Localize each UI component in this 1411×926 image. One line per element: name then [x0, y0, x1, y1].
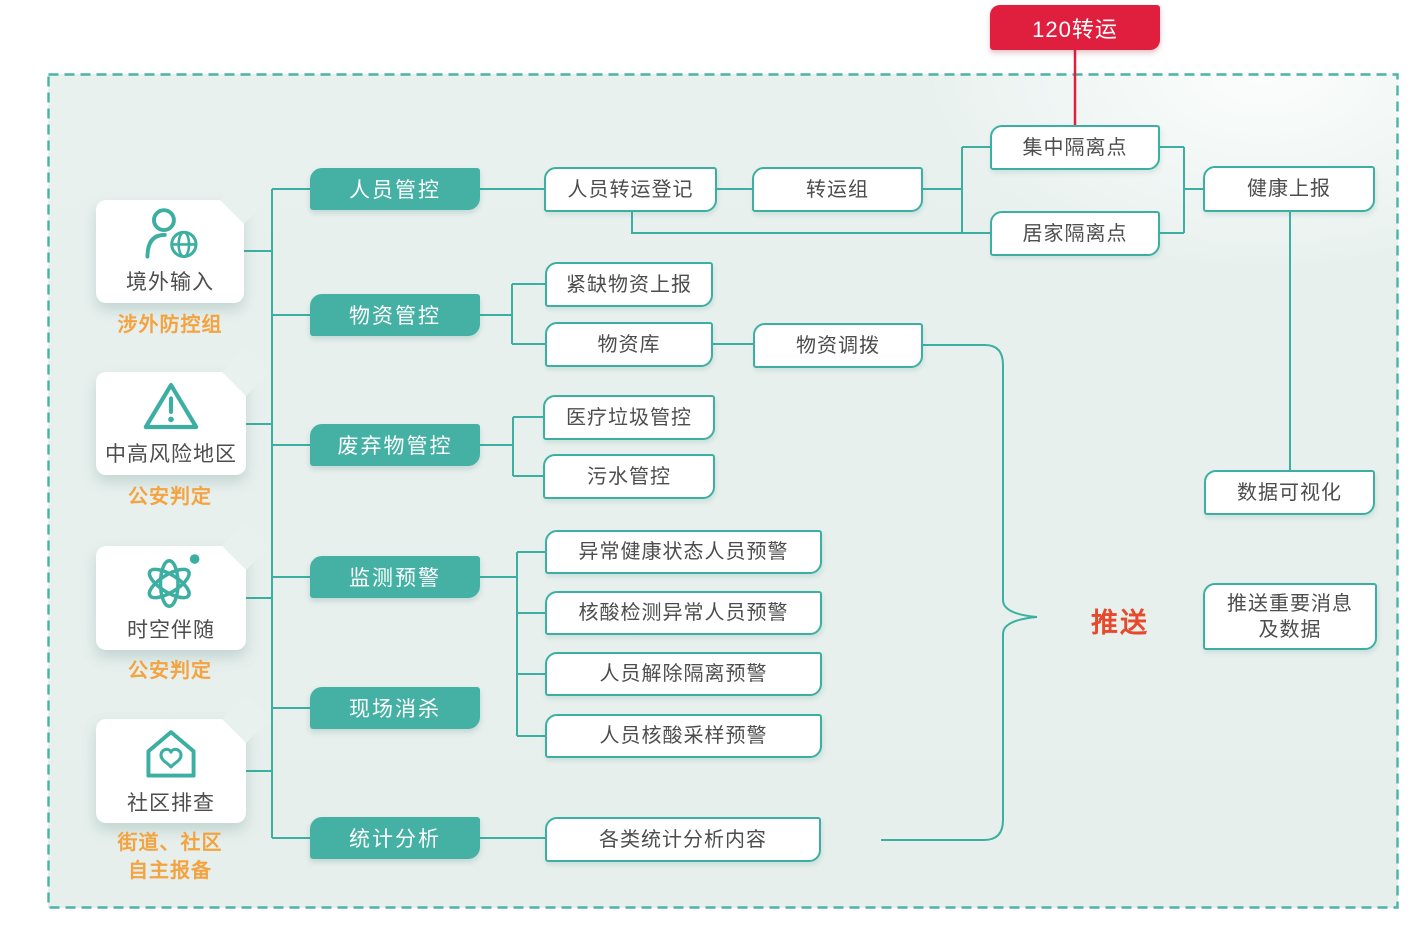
source-annotation: 公安判定	[128, 486, 212, 508]
node-quarantine-release-warning: 人员解除隔离预警	[545, 652, 822, 696]
source-label: 境外输入	[126, 270, 214, 294]
dashed-border	[47, 73, 1399, 909]
node-nucleic-sampling-warning: 人员核酸采样预警	[545, 714, 822, 758]
source-card-high-risk-area: 中高风险地区	[96, 347, 271, 475]
banner-120-transfer: 120转运	[990, 5, 1160, 50]
node-home-quarantine: 居家隔离点	[990, 211, 1160, 256]
node-abnormal-health-warning: 异常健康状态人员预警	[545, 530, 822, 574]
node-nucleic-abnormal-warning: 核酸检测异常人员预警	[545, 591, 822, 635]
node-statistics-content: 各类统计分析内容	[545, 817, 821, 862]
node-transfer-group: 转运组	[752, 167, 923, 212]
source-label: 时空伴随	[127, 619, 215, 642]
category-waste-control: 废弃物管控	[310, 424, 480, 466]
node-sewage-control: 污水管控	[543, 454, 715, 499]
atom-icon	[147, 554, 200, 608]
node-data-visualization: 数据可视化	[1204, 470, 1375, 515]
category-supplies-control: 物资管控	[310, 294, 480, 336]
node-scarce-supplies-report: 紧缺物资上报	[545, 262, 713, 307]
source-label: 社区排查	[127, 792, 215, 815]
category-personnel-control: 人员管控	[310, 168, 480, 210]
node-medical-waste-control: 医疗垃圾管控	[543, 395, 715, 440]
house-heart-icon	[146, 730, 196, 778]
source-annotation: 街道、社区 自主报备	[117, 832, 223, 882]
teal-connectors	[244, 146, 1291, 839]
node-supplies-warehouse: 物资库	[545, 322, 713, 367]
category-onsite-disinfection: 现场消杀	[310, 687, 480, 729]
node-central-quarantine: 集中隔离点	[990, 125, 1160, 170]
node-transfer-registration: 人员转运登记	[544, 167, 717, 212]
node-supplies-dispatch: 物资调拨	[753, 323, 923, 368]
person-globe-icon	[145, 207, 198, 258]
node-health-report: 健康上报	[1203, 166, 1375, 212]
node-push-messages: 推送重要消息 及数据	[1203, 583, 1377, 650]
category-monitoring-warning: 监测预警	[310, 556, 480, 598]
source-label: 中高风险地区	[105, 442, 237, 466]
source-annotation: 公安判定	[128, 660, 212, 682]
source-card-community-screening: 社区排查	[96, 694, 271, 823]
source-annotation: 涉外防控组	[117, 314, 223, 336]
source-card-spatiotemporal-contact: 时空伴随	[96, 521, 271, 650]
push-brace	[881, 344, 1038, 841]
push-label: 推送	[1091, 608, 1149, 638]
category-statistics-analysis: 统计分析	[310, 817, 480, 859]
source-card-overseas-import: 境外输入	[96, 175, 269, 303]
warning-triangle-icon	[143, 382, 199, 429]
